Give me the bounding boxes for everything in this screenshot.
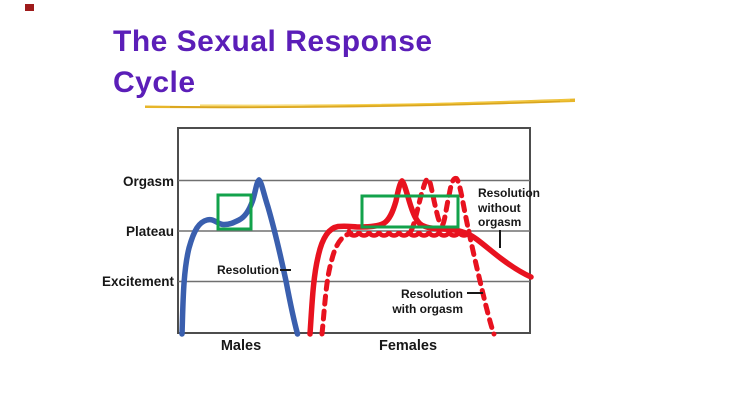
y-label-plateau: Plateau: [125, 224, 174, 239]
slide-title-line1: The Sexual Response: [113, 25, 433, 58]
swoosh-light: [200, 99, 570, 106]
annotation-without-line1: Resolution: [478, 186, 540, 200]
corner-decoration-square: [25, 4, 34, 11]
annotation-with-line2: with orgasm: [392, 301, 463, 316]
y-label-excitement: Excitement: [101, 274, 174, 289]
highlight-box-male: [216, 193, 253, 231]
x-label-males: Males: [220, 338, 262, 354]
y-label-orgasm: Orgasm: [122, 174, 174, 189]
annotation-resolution-without-orgasm: Resolution without orgasm: [478, 186, 540, 230]
swoosh-shade: [170, 100, 560, 109]
annotation-male-resolution: Resolution: [217, 263, 279, 277]
male-curve: [179, 177, 301, 337]
female-curve-with-orgasm: [408, 175, 497, 337]
yellow-highlighter-swoosh: [145, 98, 575, 109]
annotation-without-line2: without: [478, 200, 521, 215]
annotation-without-line3: orgasm: [478, 215, 522, 230]
annotation-resolution-with-orgasm: Resolution with orgasm: [383, 287, 463, 316]
female-curve-without-orgasm: [307, 178, 534, 337]
slide-title-line2: Cycle: [113, 66, 196, 99]
female-dashed-ascent: [319, 231, 354, 337]
annotation-with-line1: Resolution: [401, 287, 463, 301]
highlight-box-female: [360, 194, 460, 229]
x-label-females: Females: [378, 338, 438, 354]
